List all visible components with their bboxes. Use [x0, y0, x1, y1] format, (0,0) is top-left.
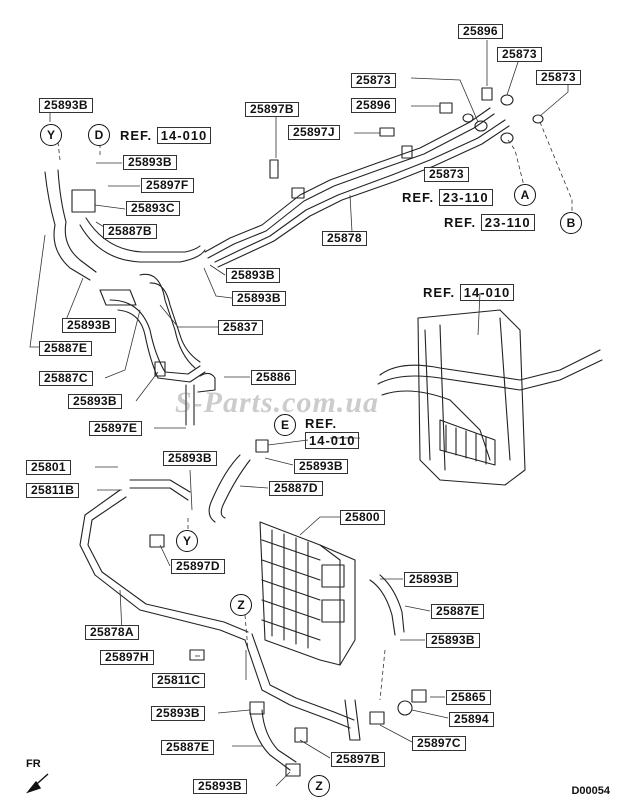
part-label[interactable]: 25800: [340, 510, 385, 525]
ref-callout[interactable]: REF. 14-010: [120, 127, 212, 144]
connection-marker: D: [88, 124, 110, 146]
ref-prefix: REF.: [120, 128, 153, 143]
part-label[interactable]: 25811C: [152, 673, 206, 688]
part-label[interactable]: 25897H: [100, 650, 154, 665]
part-label[interactable]: 25887E: [39, 341, 93, 356]
part-label[interactable]: 25897J: [288, 125, 340, 140]
part-label[interactable]: 25811B: [26, 483, 80, 498]
part-label[interactable]: 25893B: [193, 779, 247, 794]
connection-marker: A: [514, 184, 536, 206]
ref-prefix: REF.: [444, 215, 477, 230]
part-label[interactable]: 25887E: [431, 604, 485, 619]
part-label[interactable]: 25893B: [226, 268, 280, 283]
front-direction-label: FR: [26, 758, 41, 770]
ref-code: 23-110: [480, 214, 535, 231]
ref-callout[interactable]: REF. 14-010: [305, 415, 360, 449]
ref-prefix: REF.: [305, 416, 338, 431]
part-label[interactable]: 25837: [218, 320, 263, 335]
ref-code: 14-010: [156, 127, 212, 144]
ref-prefix: REF.: [423, 285, 456, 300]
part-label[interactable]: 25887B: [103, 224, 157, 239]
part-label[interactable]: 25865: [446, 690, 491, 705]
part-label[interactable]: 25897B: [245, 102, 299, 117]
part-label[interactable]: 25801: [26, 460, 71, 475]
connection-marker: Y: [176, 530, 198, 552]
ref-code: 23-110: [438, 189, 493, 206]
part-label[interactable]: 25887D: [269, 481, 323, 496]
part-label[interactable]: 25887C: [39, 371, 93, 386]
part-label[interactable]: 25893B: [151, 706, 205, 721]
part-label[interactable]: 25894: [449, 712, 494, 727]
connection-marker: Z: [308, 775, 330, 797]
connection-marker: Y: [40, 124, 62, 146]
part-label[interactable]: 25893B: [62, 318, 116, 333]
part-label[interactable]: 25897C: [412, 736, 466, 751]
part-label[interactable]: 25893B: [404, 572, 458, 587]
part-label[interactable]: 25897E: [89, 421, 143, 436]
part-label[interactable]: 25893B: [39, 98, 93, 113]
part-label[interactable]: 25873: [497, 47, 542, 62]
part-label[interactable]: 25893B: [163, 451, 217, 466]
part-label[interactable]: 25887E: [161, 740, 215, 755]
part-label[interactable]: 25893B: [232, 291, 286, 306]
ref-callout[interactable]: REF. 23-110: [402, 189, 493, 206]
part-label[interactable]: 25896: [458, 24, 503, 39]
ref-code: 14-010: [459, 284, 515, 301]
ref-callout[interactable]: REF. 14-010: [423, 284, 515, 301]
part-label[interactable]: 25893B: [68, 394, 122, 409]
part-label[interactable]: 25886: [251, 370, 296, 385]
part-label[interactable]: 25897D: [171, 559, 225, 574]
ref-prefix: REF.: [402, 190, 435, 205]
ref-code: 14-010: [305, 432, 360, 449]
part-label[interactable]: 25878A: [85, 625, 139, 640]
part-label[interactable]: 25893B: [426, 633, 480, 648]
part-label[interactable]: 25893C: [126, 201, 180, 216]
part-label[interactable]: 25873: [424, 167, 469, 182]
part-label[interactable]: 25893B: [123, 155, 177, 170]
part-label[interactable]: 25897B: [331, 752, 385, 767]
connection-marker: E: [274, 414, 296, 436]
connection-marker: Z: [230, 594, 252, 616]
part-label[interactable]: 25897F: [141, 178, 194, 193]
part-label[interactable]: 25893B: [294, 459, 348, 474]
drawing-code: D00054: [571, 785, 610, 797]
part-label[interactable]: 25878: [322, 231, 367, 246]
part-label[interactable]: 25873: [536, 70, 581, 85]
ref-callout[interactable]: REF. 23-110: [444, 214, 535, 231]
part-label[interactable]: 25873: [351, 73, 396, 88]
connection-marker: B: [560, 212, 582, 234]
part-label[interactable]: 25896: [351, 98, 396, 113]
